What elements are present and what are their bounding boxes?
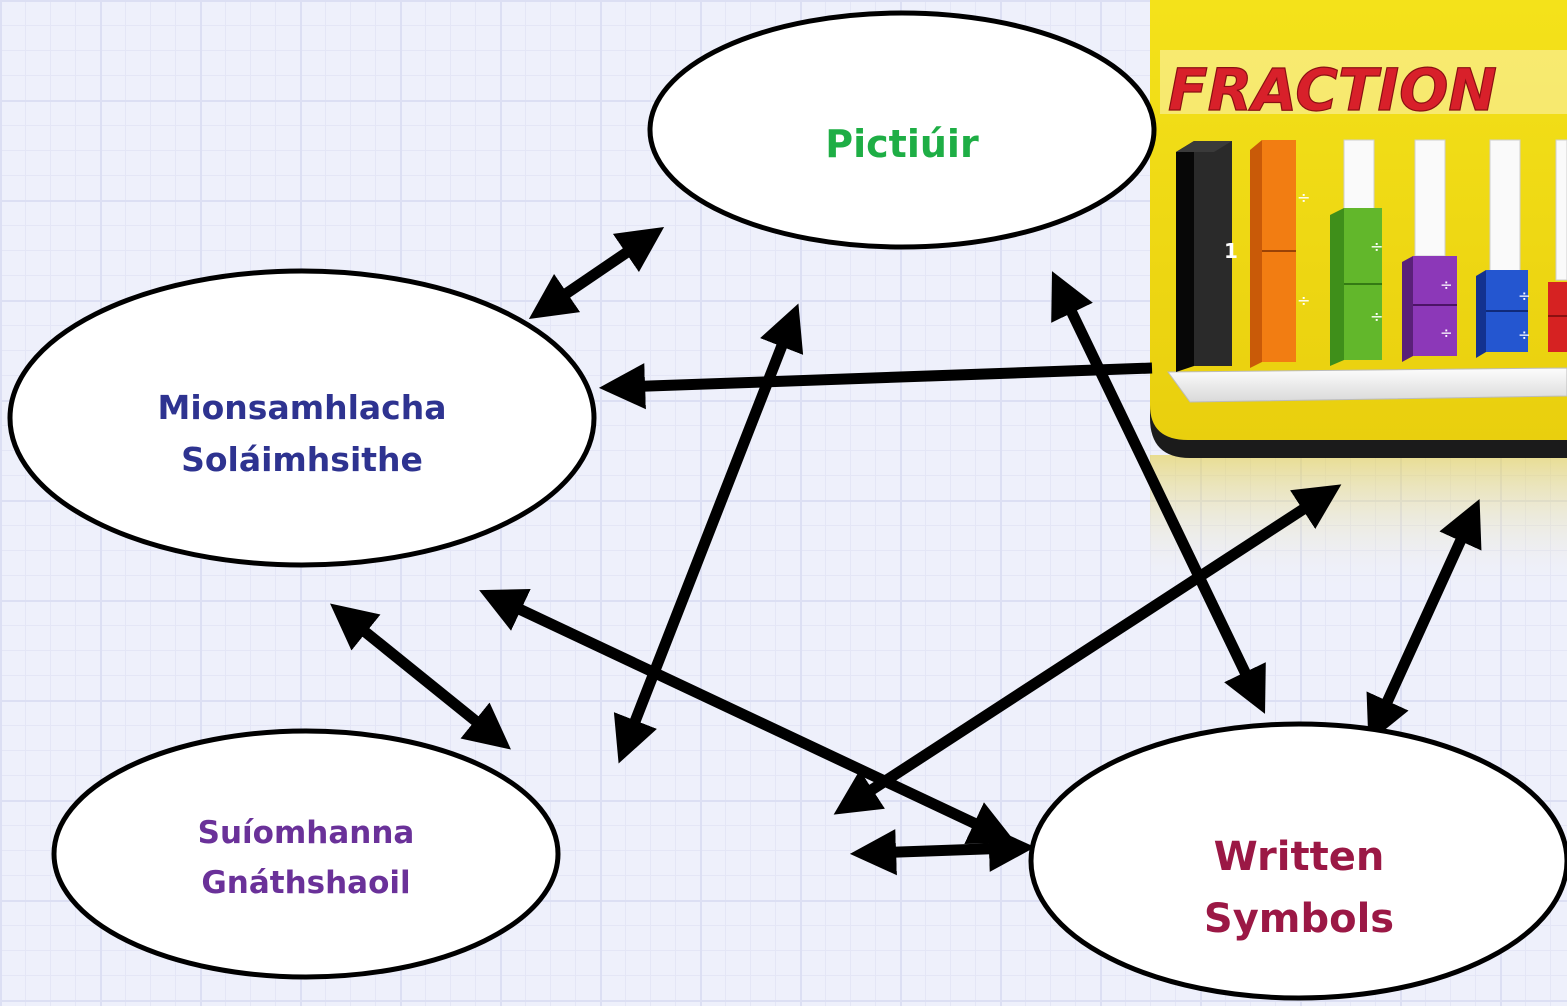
- node-manipulatives-label-line-1: Mionsamhlacha: [157, 388, 446, 427]
- node-pictures: Pictiúir: [647, 10, 1157, 250]
- orange-piece-symbol: ÷: [1297, 291, 1310, 310]
- blue-piece-symbol: ÷: [1518, 326, 1531, 344]
- arrow-real-life-written: [849, 825, 1036, 876]
- arrow-manipulatives-real-life: [330, 603, 511, 750]
- purple-piece-symbol: ÷: [1440, 324, 1453, 342]
- node-written-symbols: Written Symbols: [1028, 721, 1567, 1001]
- photo-title: FRACTION: [1168, 56, 1497, 124]
- arrow-photo-written: [1366, 498, 1482, 744]
- node-manipulatives-label-line-2: Soláimhsithe: [181, 440, 423, 479]
- arrow-pictures-manipulatives: [528, 227, 665, 319]
- connection-arrows: [330, 227, 1482, 876]
- fraction-tower-photo: FRACTION 1 ÷ ÷ ÷ ÷ ÷ ÷ ÷ ÷: [1150, 0, 1567, 590]
- node-real-life-label-line-1: Suíomhanna: [198, 815, 415, 851]
- green-piece-symbol: ÷: [1370, 237, 1383, 256]
- arrow-manipulatives-written: [479, 588, 1016, 845]
- arrow-photo-manipulatives: [598, 362, 1153, 410]
- whole-bar-label: 1: [1224, 239, 1238, 263]
- arrow-photo-real-life: [833, 484, 1342, 815]
- purple-piece-symbol: ÷: [1440, 276, 1453, 294]
- node-written-symbols-label-line-2: Symbols: [1204, 896, 1394, 942]
- node-real-life-label-line-2: Gnáthshaoil: [201, 865, 410, 901]
- blue-piece-symbol: ÷: [1518, 287, 1531, 305]
- node-real-life: Suíomhanna Gnáthshaoil: [51, 728, 561, 980]
- node-manipulatives: Mionsamhlacha Soláimhsithe: [7, 268, 597, 568]
- green-piece-symbol: ÷: [1370, 307, 1383, 326]
- node-pictures-label: Pictiúir: [825, 122, 979, 166]
- node-written-symbols-label-line-1: Written: [1214, 834, 1385, 880]
- orange-piece-symbol: ÷: [1297, 188, 1310, 207]
